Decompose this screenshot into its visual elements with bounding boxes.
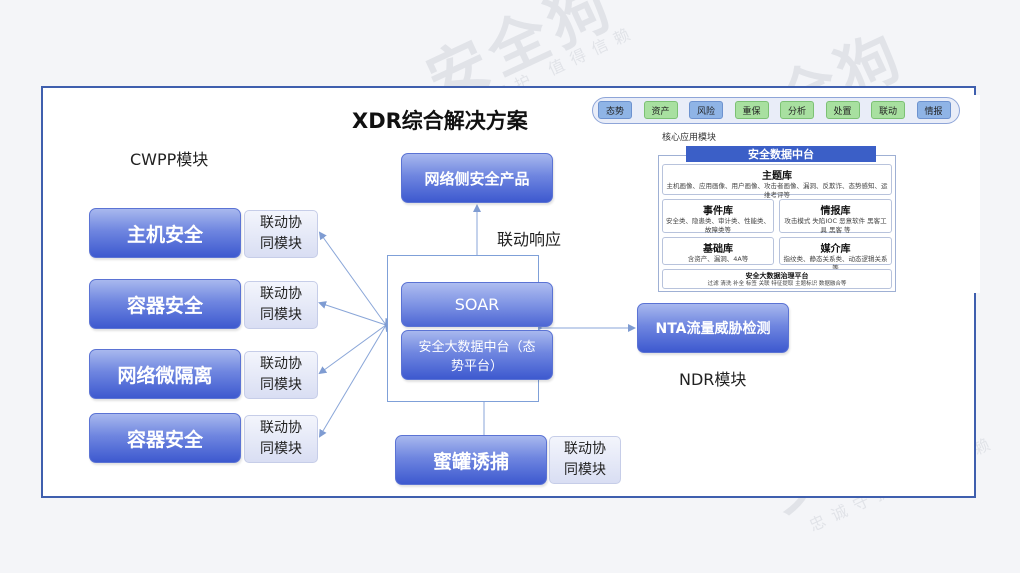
micro-segmentation-box: 网络微隔离 [89,349,241,399]
container-security-link-box: 联动协同模块 [244,281,318,329]
core-app-pill: 处置 [825,101,860,119]
core-app-pill: 风险 [689,101,723,119]
container-security-box-2: 容器安全 [89,413,241,463]
theme-library-title: 主题库 [762,171,792,182]
diagram-title: XDR综合解决方案 [352,109,528,133]
base-library-text: 含资产、漏洞、4A等 [687,255,749,263]
governance-title: 安全大数据治理平台 [745,272,809,280]
nta-box: NTA流量威胁检测 [637,303,789,353]
intel-library-text: 攻击模式 失陷IOC 恶意软件 黑客工具 黑客 等 [784,217,887,234]
container-security-link-box-2: 联动协同模块 [244,415,318,463]
governance-text: 过滤 清洗 补全 标签 关联 特征提取 主题标识 数据融合等 [707,281,847,287]
event-library-text: 安全类、隐患类、审计类、性能类、故障类等 [666,217,770,234]
host-security-link-box: 联动协同模块 [244,210,318,258]
host-security-box: 主机安全 [89,208,241,258]
honeypot-link-box: 联动协同模块 [549,436,621,484]
base-library-title: 基础库 [703,244,733,255]
medium-library-title: 媒介库 [820,244,851,255]
response-label: 联动响应 [497,230,562,249]
core-app-pill: 重保 [734,101,769,119]
core-app-pill: 联动 [871,101,905,119]
event-library-card: 事件库 安全类、隐患类、审计类、性能类、故障类等 [662,199,774,234]
network-product-box: 网络侧安全产品 [401,153,553,203]
theme-library-text: 主机画像、应用画像、用户画像、攻击者画像、漏洞、反欺诈、态势感知、运维考评等 [666,182,888,199]
container-security-box: 容器安全 [89,279,241,329]
medium-library-card: 媒介库 指纹类、静态关系类、动态逻辑关系等 [779,237,892,272]
event-library-title: 事件库 [703,206,733,217]
base-library-card: 基础库 含资产、漏洞、4A等 [662,237,774,265]
honeypot-box: 蜜罐诱捕 [395,435,547,485]
data-center-box: 安全大数据中台（态势平台） [401,330,553,380]
core-app-pill: 态势 [598,101,632,119]
core-app-pill: 分析 [780,101,814,119]
ndr-label: NDR模块 [679,370,747,389]
intel-library-card: 情报库 攻击模式 失陷IOC 恶意软件 黑客工具 黑客 等 [779,199,892,234]
data-center-title: 安全数据中台 [686,146,876,162]
theme-library-card: 主题库 主机画像、应用画像、用户画像、攻击者画像、漏洞、反欺诈、态势感知、运维考… [662,164,892,199]
medium-library-text: 指纹类、静态关系类、动态逻辑关系等 [783,255,888,272]
core-app-pill: 资产 [643,101,678,119]
core-app-pill: 情报 [916,101,951,119]
micro-segmentation-link-box: 联动协同模块 [244,351,318,399]
cwpp-label: CWPP模块 [130,150,209,169]
core-apps-label: 核心应用模块 [662,133,717,143]
governance-card: 安全大数据治理平台 过滤 清洗 补全 标签 关联 特征提取 主题标识 数据融合等 [662,269,892,289]
soar-box: SOAR [401,282,553,327]
intel-library-title: 情报库 [820,206,851,217]
